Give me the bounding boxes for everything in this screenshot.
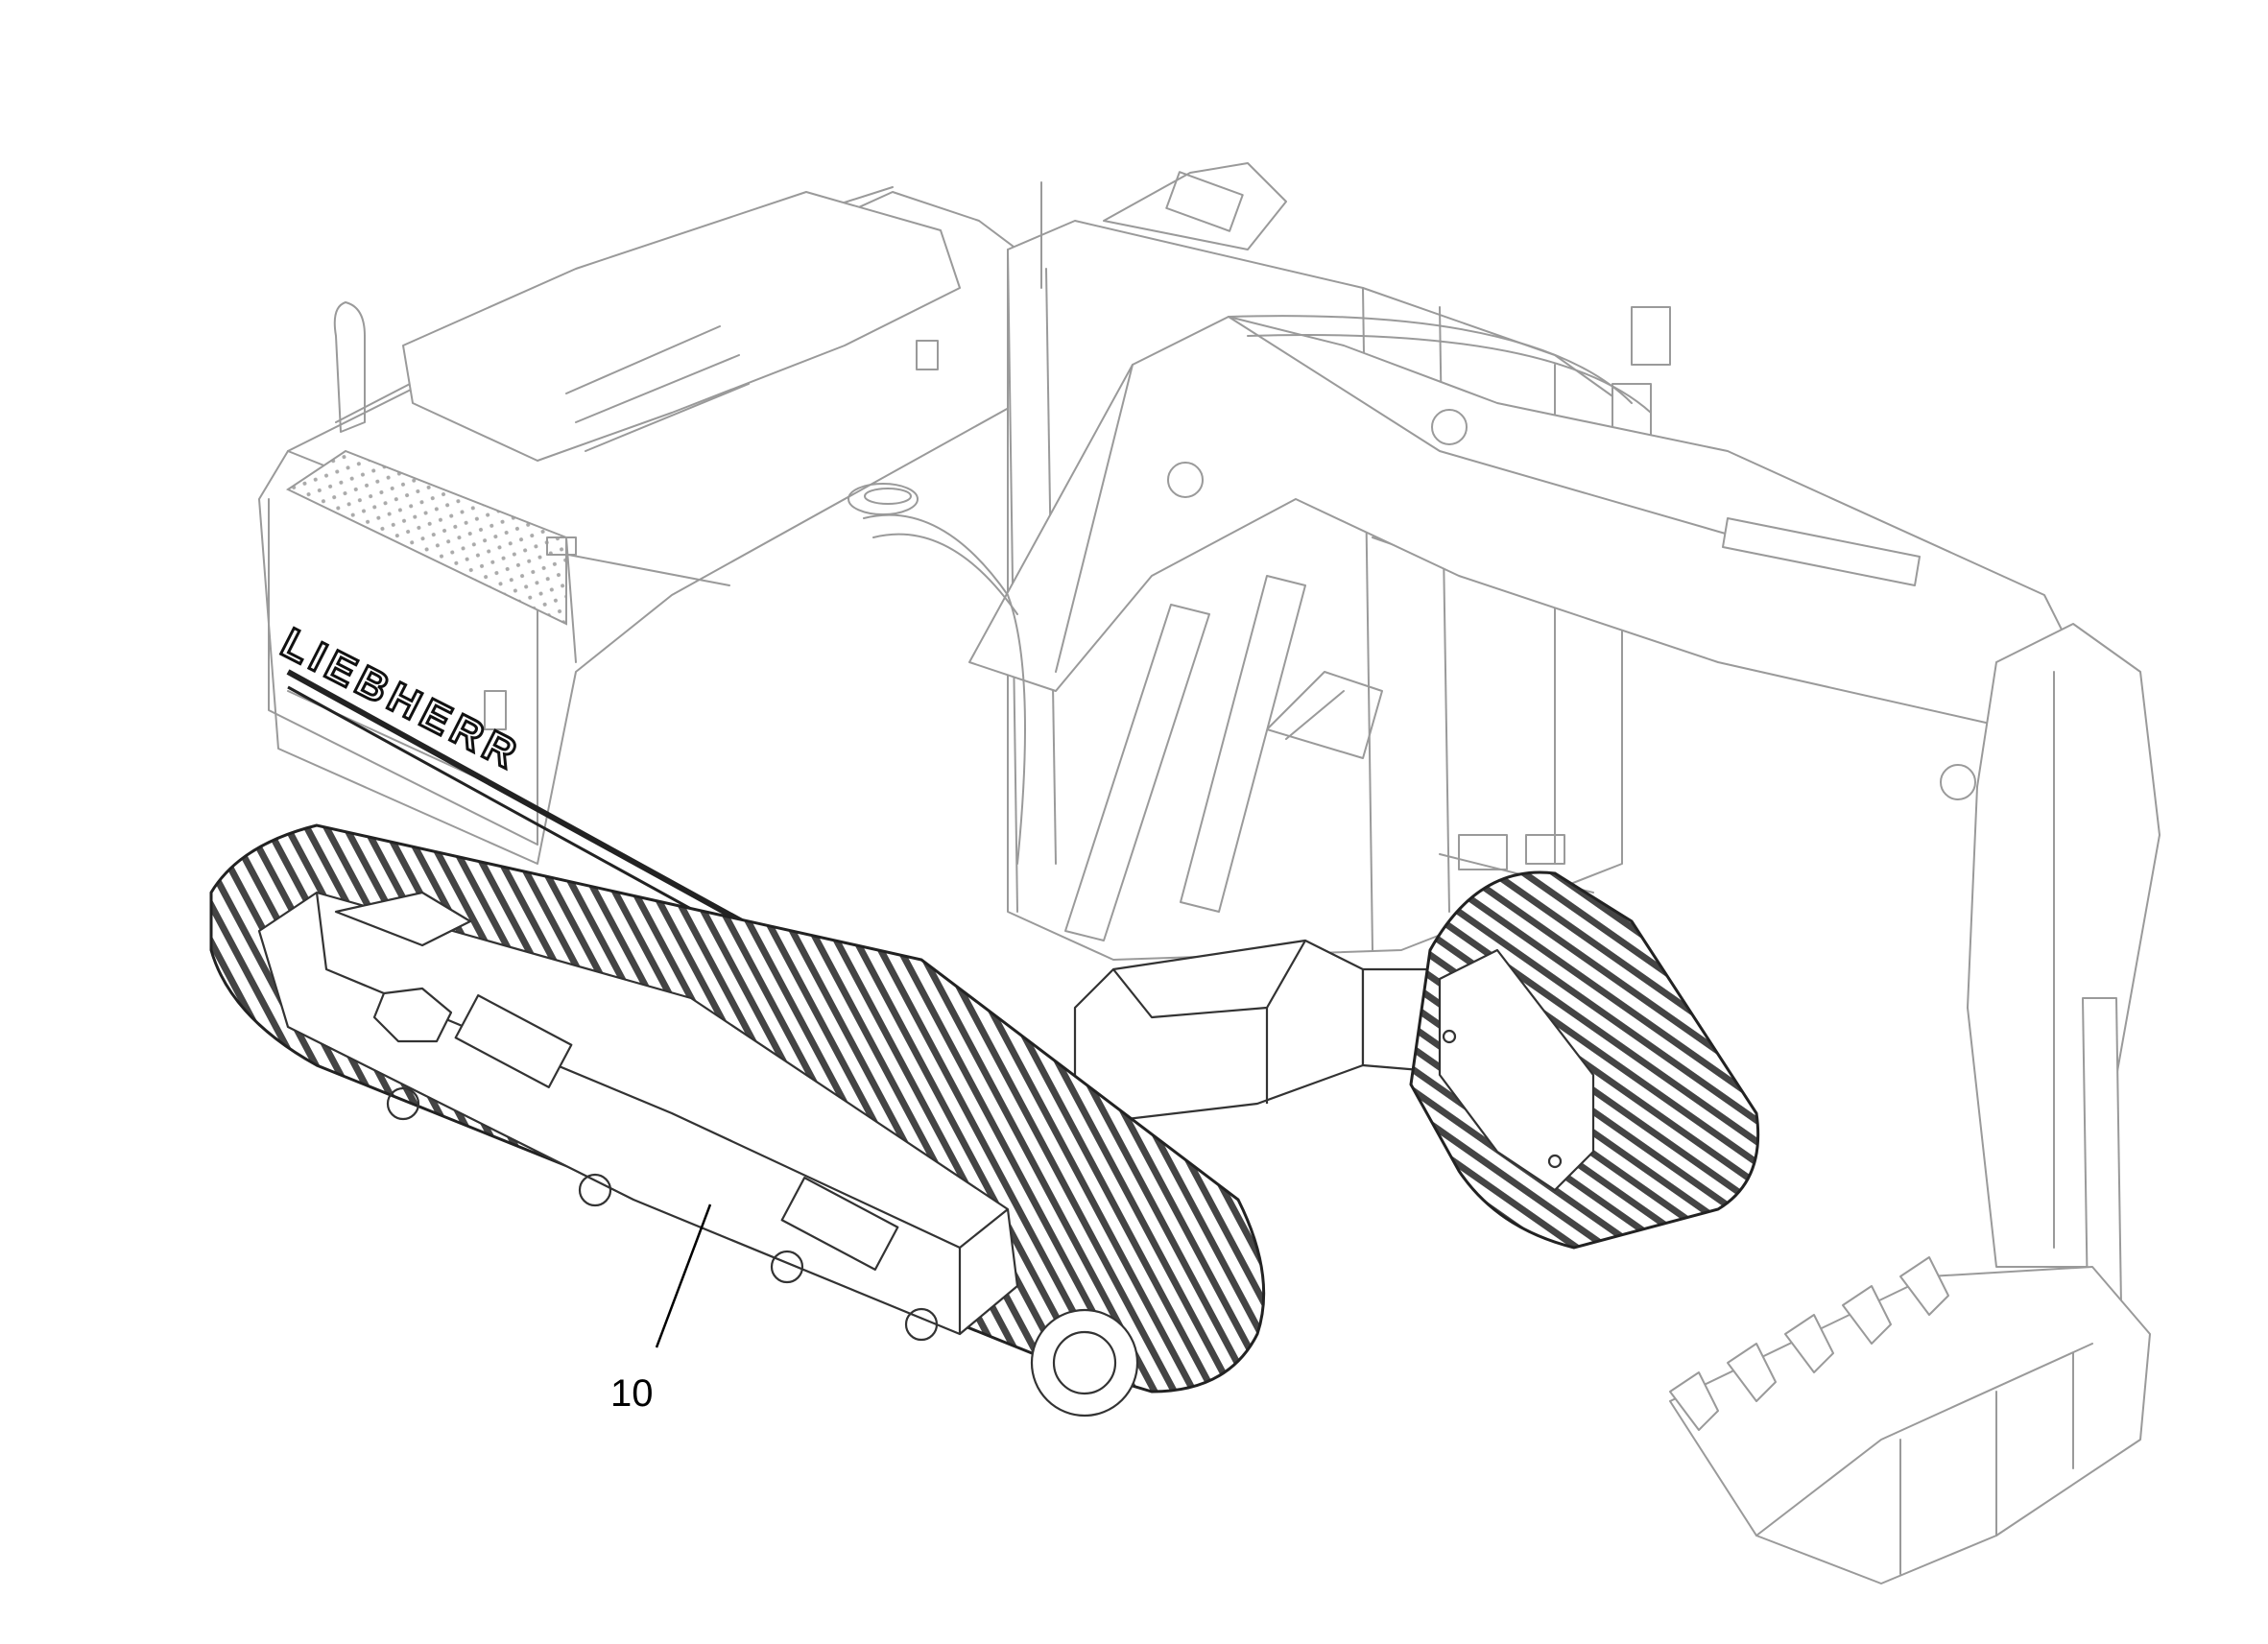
left-track — [209, 823, 1266, 1418]
upper-carriage: LIEBHERR — [258, 186, 1018, 1006]
right-track — [1409, 870, 1760, 1250]
boom-arm — [863, 315, 2161, 1306]
callout-10: 10 — [610, 1203, 712, 1415]
callout-10-label: 10 — [610, 1372, 654, 1415]
callout-10-leader — [655, 1203, 712, 1348]
bucket — [1669, 1256, 2151, 1584]
